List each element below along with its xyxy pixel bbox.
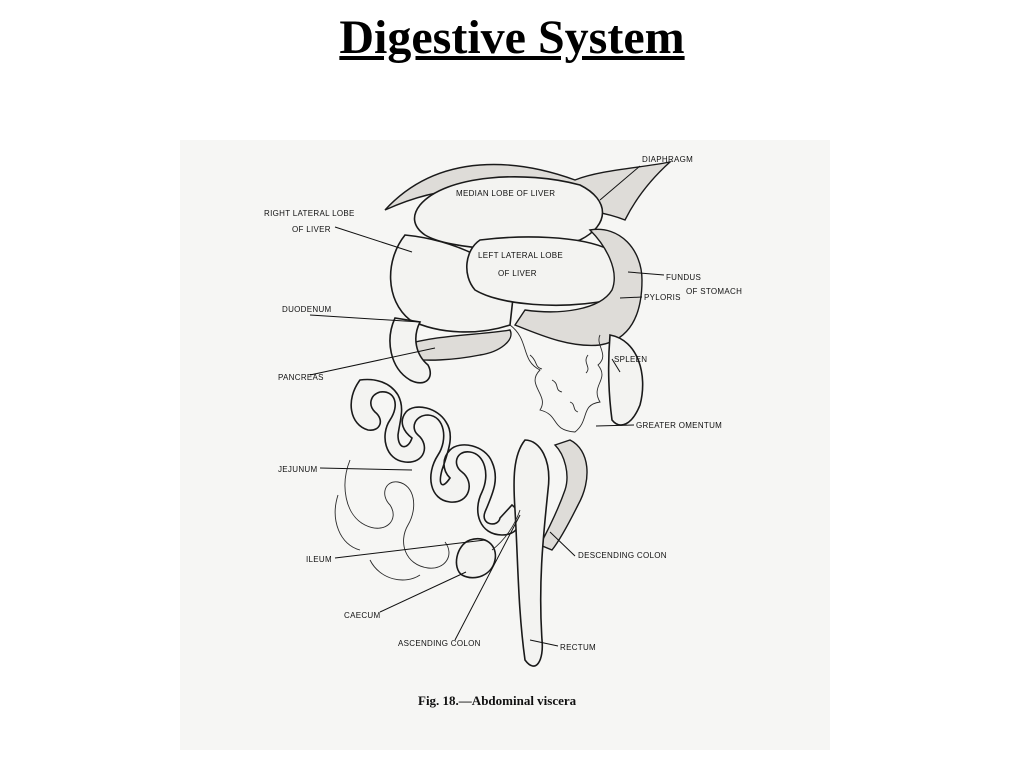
ascending-colon-shape [491,509,521,551]
label-diaphragm: DIAPHRAGM [642,155,693,164]
leader-caecum [379,571,467,613]
leader-pyloris [619,296,643,299]
pancreas-shape [404,329,512,361]
leader-fundus [627,271,665,276]
label-descending-colon: DESCENDING COLON [578,551,667,560]
label-ascending-colon: ASCENDING COLON [398,639,481,648]
leader-pancreas [309,347,436,376]
label-caecum: CAECUM [344,611,381,620]
leader-descending-colon [549,531,576,557]
rectum-shape [513,439,550,667]
label-of-stomach: OF STOMACH [686,287,742,296]
label-rectum: RECTUM [560,643,596,652]
abdominal-viscera-diagram [334,160,673,667]
slide-title: Digestive System [339,11,685,64]
caecum-shape [455,538,497,579]
label-spleen: SPLEEN [614,355,647,364]
leader-ascending-colon [454,514,521,641]
leader-rectum [529,639,559,647]
label-left-lateral-lobe-1: LEFT LATERAL LOBE [478,251,563,260]
leader-jejunum [319,467,413,471]
diagram-labels: DIAPHRAGM MEDIAN LOBE OF LIVER RIGHT LAT… [264,155,742,708]
label-median-lobe: MEDIAN LOBE OF LIVER [456,189,555,198]
descending-colon-shape [539,439,588,551]
leader-ileum [334,539,486,559]
label-jejunum: JEJUNUM [278,465,317,474]
abdominal-viscera-figure: DIAPHRAGM MEDIAN LOBE OF LIVER RIGHT LAT… [180,140,830,750]
label-greater-omentum: GREATER OMENTUM [636,421,722,430]
label-left-lateral-lobe-2: OF LIVER [498,269,537,278]
leader-diaphragm [599,165,641,201]
leader-greater-omentum [595,424,635,427]
label-right-lateral-lobe-2: OF LIVER [292,225,331,234]
duodenum-shape [389,317,432,384]
greater-omentum-shape [509,324,604,433]
leader-spleen [611,358,621,373]
label-pancreas: PANCREAS [278,373,324,382]
label-fundus: FUNDUS [666,273,701,282]
label-leader-lines [309,165,665,647]
stomach-shape [513,228,643,347]
median-lobe-shape [413,176,604,250]
spleen-shape [607,334,644,426]
label-duodenum: DUODENUM [282,305,332,314]
small-intestine-shape [350,378,521,536]
label-pyloris: PYLORIS [644,293,681,302]
figure-caption: Fig. 18.—Abdominal viscera [418,693,577,708]
leader-duodenum [309,314,421,323]
label-right-lateral-lobe-1: RIGHT LATERAL LOBE [264,209,355,218]
leader-right-lateral-lobe [334,226,413,253]
label-ileum: ILEUM [306,555,332,564]
